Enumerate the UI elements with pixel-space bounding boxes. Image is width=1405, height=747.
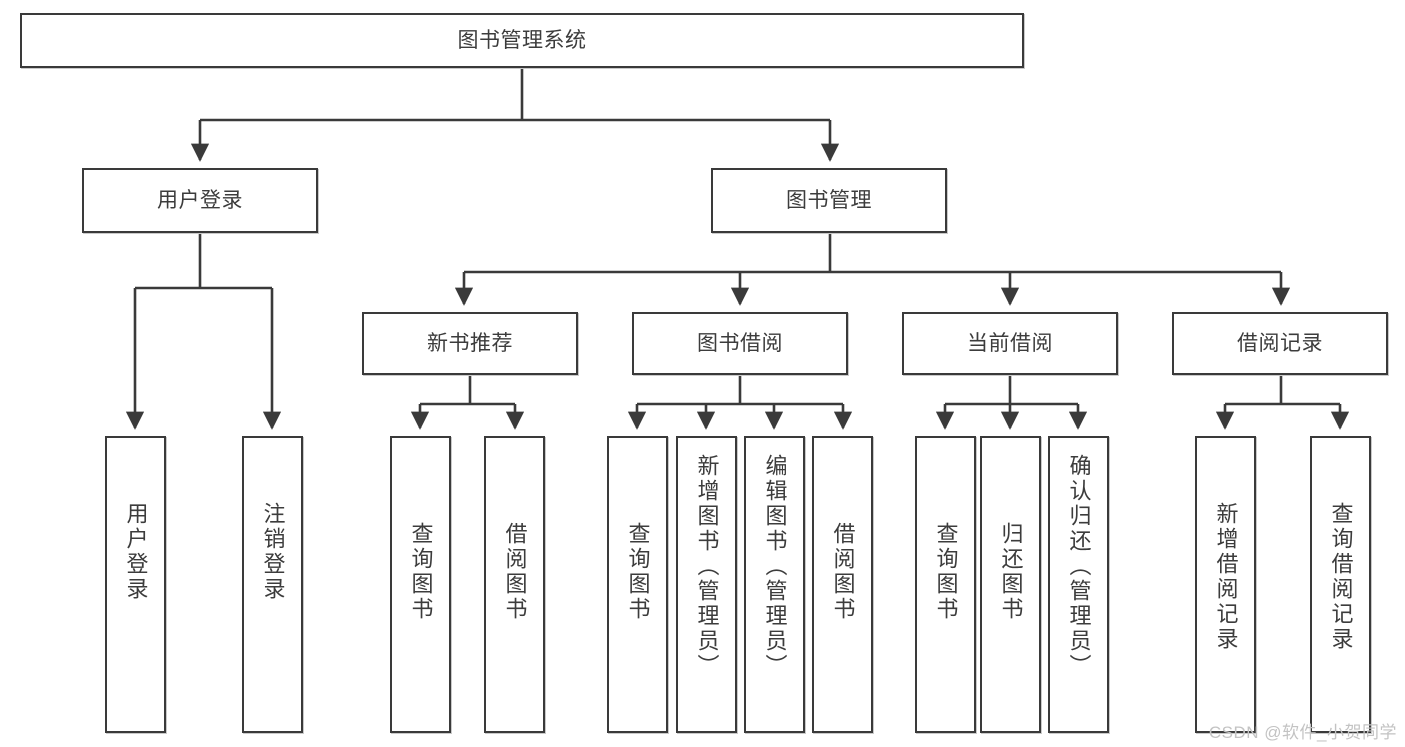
node-leaf-query-book-2-label: 查询图书 (625, 522, 651, 622)
node-root[interactable]: 图书管理系统 (20, 13, 1024, 68)
node-leaf-query-book-1-label: 查询图书 (408, 522, 434, 622)
node-leaf-add-book-admin[interactable]: 新增图书（管理员） (676, 436, 737, 733)
node-leaf-borrow-book-2-label: 借阅图书 (830, 522, 856, 622)
node-current-borrow-label: 当前借阅 (967, 331, 1053, 355)
node-leaf-add-book-admin-label: 新增图书（管理员） (694, 454, 720, 679)
node-leaf-borrow-book-1[interactable]: 借阅图书 (484, 436, 545, 733)
node-root-label: 图书管理系统 (457, 28, 587, 52)
watermark-text: CSDN @软件_小贺同学 (1208, 723, 1397, 742)
node-leaf-query-book-3[interactable]: 查询图书 (915, 436, 976, 733)
node-current-borrow[interactable]: 当前借阅 (902, 312, 1118, 375)
node-leaf-query-borrow-record-label: 查询借阅记录 (1328, 502, 1354, 652)
node-leaf-query-book-2[interactable]: 查询图书 (607, 436, 668, 733)
node-leaf-confirm-return-admin-label: 确认归还（管理员） (1066, 454, 1092, 679)
node-leaf-query-book-1[interactable]: 查询图书 (390, 436, 451, 733)
node-new-book-recommend-label: 新书推荐 (427, 331, 513, 355)
node-book-management-label: 图书管理 (786, 188, 872, 212)
node-leaf-return-book[interactable]: 归还图书 (980, 436, 1041, 733)
node-leaf-add-borrow-record[interactable]: 新增借阅记录 (1195, 436, 1256, 733)
node-book-management[interactable]: 图书管理 (711, 168, 947, 233)
node-leaf-edit-book-admin-label: 编辑图书（管理员） (762, 454, 788, 679)
node-borrow-record-label: 借阅记录 (1237, 331, 1323, 355)
node-leaf-edit-book-admin[interactable]: 编辑图书（管理员） (744, 436, 805, 733)
node-leaf-confirm-return-admin[interactable]: 确认归还（管理员） (1048, 436, 1109, 733)
node-leaf-return-book-label: 归还图书 (998, 522, 1024, 622)
node-user-login[interactable]: 用户登录 (82, 168, 318, 233)
node-leaf-query-book-3-label: 查询图书 (933, 522, 959, 622)
node-leaf-query-borrow-record[interactable]: 查询借阅记录 (1310, 436, 1371, 733)
node-leaf-borrow-book-1-label: 借阅图书 (502, 522, 528, 622)
node-book-borrow-label: 图书借阅 (697, 331, 783, 355)
node-leaf-logout-login-label: 注销登录 (260, 502, 286, 602)
node-leaf-borrow-book-2[interactable]: 借阅图书 (812, 436, 873, 733)
node-user-login-label: 用户登录 (157, 188, 243, 212)
node-leaf-user-login-label: 用户登录 (123, 502, 149, 602)
node-borrow-record[interactable]: 借阅记录 (1172, 312, 1388, 375)
node-book-borrow[interactable]: 图书借阅 (632, 312, 848, 375)
node-leaf-user-login[interactable]: 用户登录 (105, 436, 166, 733)
node-leaf-add-borrow-record-label: 新增借阅记录 (1213, 502, 1239, 652)
node-leaf-logout-login[interactable]: 注销登录 (242, 436, 303, 733)
node-new-book-recommend[interactable]: 新书推荐 (362, 312, 578, 375)
